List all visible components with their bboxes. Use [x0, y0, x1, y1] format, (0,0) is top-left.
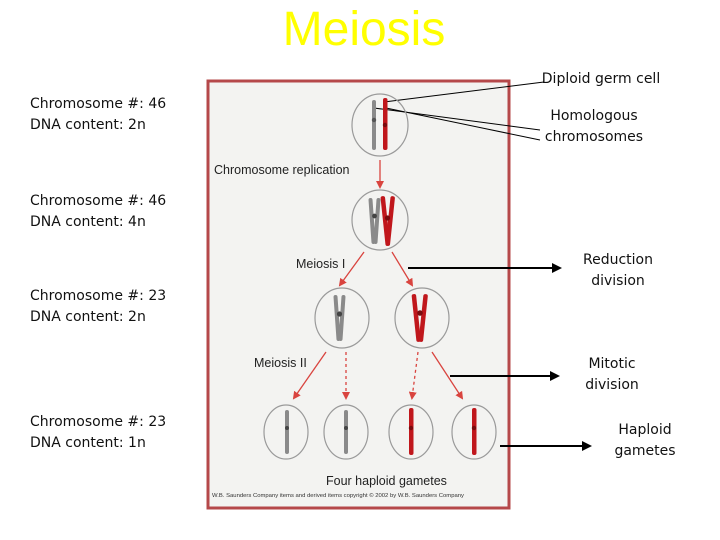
meiosis-2-arrow-3: [408, 351, 419, 400]
meiosis-1-cell-left: [314, 287, 370, 349]
meiosis-1-left-arrow: [338, 251, 365, 287]
mitotic-division-label: Mitotic division: [562, 354, 662, 396]
diploid-pointer-line: [383, 81, 545, 103]
dna-content: DNA content: 1n: [30, 435, 146, 451]
replicated-cell: [351, 189, 409, 251]
chromosome-count: Chromosome #: 23: [30, 288, 167, 304]
label-line: Mitotic: [588, 356, 636, 372]
gamete-4: [451, 404, 497, 460]
gamete-3: [388, 404, 434, 460]
homologous-pointer-line-2: [385, 107, 541, 141]
stage-3-label: Chromosome #: 23 DNA content: 2n: [30, 286, 166, 328]
meiosis-2-arrow-4: [431, 351, 464, 400]
diploid-germ-cell-label: Diploid germ cell: [536, 69, 666, 90]
label-line: Diploid germ cell: [541, 71, 661, 87]
chromosome-count: Chromosome #: 23: [30, 414, 167, 430]
label-line: division: [585, 377, 639, 393]
label-line: chromosomes: [544, 129, 644, 145]
label-line: division: [591, 273, 645, 289]
page-title: Meiosis: [282, 3, 446, 56]
label-line: Reduction: [583, 252, 653, 268]
label-line: Homologous: [550, 108, 638, 124]
gamete-1: [263, 404, 309, 460]
meiosis-2-label: Meiosis II: [254, 356, 307, 370]
copyright-text: W.B. Saunders Company items and derived …: [212, 492, 464, 499]
meiosis-1-cell-right: [394, 287, 450, 349]
homologous-chromosomes-label: Homologous chromosomes: [530, 106, 658, 148]
dna-content: DNA content: 2n: [30, 117, 146, 133]
meiosis-2-arrow-1: [292, 351, 327, 400]
chromosome-replication-label: Chromosome replication: [214, 163, 350, 177]
four-gametes-label: Four haploid gametes: [326, 474, 447, 488]
haploid-gametes-label: Haploid gametes: [595, 420, 695, 462]
gamete-2: [323, 404, 369, 460]
diploid-cell: [351, 93, 409, 157]
chromosome-count: Chromosome #: 46: [30, 96, 167, 112]
meiosis-1-label: Meiosis I: [296, 257, 345, 271]
grey-chromosome: [372, 100, 376, 150]
stage-4-label: Chromosome #: 23 DNA content: 1n: [30, 412, 166, 454]
stage-2-label: Chromosome #: 46 DNA content: 4n: [30, 191, 166, 233]
dna-content: DNA content: 4n: [30, 214, 146, 230]
stage-1-label: Chromosome #: 46 DNA content: 2n: [30, 94, 166, 136]
chromosome-count: Chromosome #: 46: [30, 193, 167, 209]
label-line: Haploid: [618, 422, 672, 438]
meiosis-1-right-arrow: [391, 251, 414, 287]
dna-content: DNA content: 2n: [30, 309, 146, 325]
label-line: gametes: [614, 443, 676, 459]
reduction-division-label: Reduction division: [568, 250, 668, 292]
